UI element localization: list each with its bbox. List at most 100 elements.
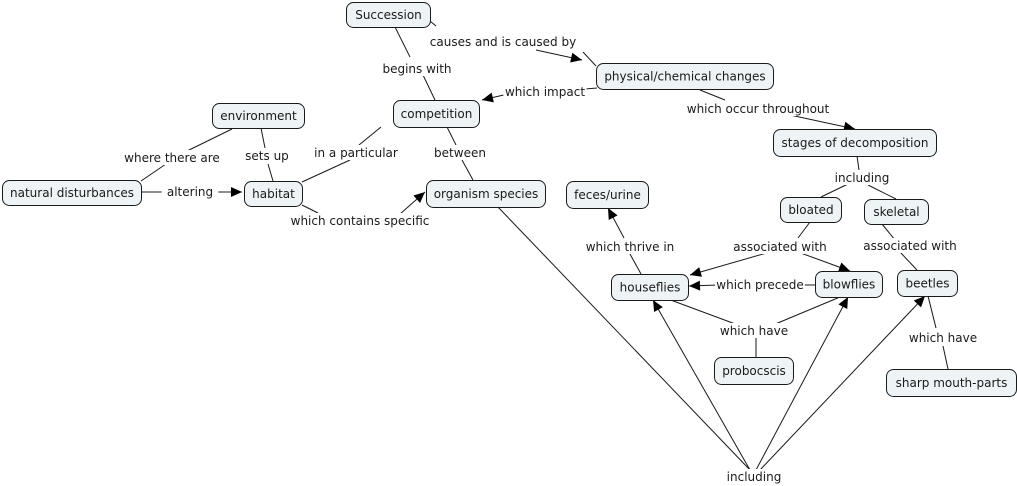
connection-line <box>942 345 949 370</box>
concept-box <box>611 274 689 301</box>
arrowhead-icon <box>837 262 850 272</box>
label-background <box>728 239 832 254</box>
connection-line <box>301 204 319 214</box>
concept-box <box>714 357 794 385</box>
label-background <box>719 323 789 338</box>
concept-box <box>815 271 883 298</box>
linking-phrase-sets[interactable]: sets up <box>245 149 289 163</box>
connection-line <box>927 295 937 329</box>
connection-line <box>184 128 233 153</box>
concept-box <box>212 103 305 129</box>
concept-blowflies[interactable]: blowflies <box>815 271 883 298</box>
connection-line <box>820 183 849 198</box>
concept-label: competition <box>401 107 473 121</box>
linking-phrase-including1[interactable]: including <box>835 171 890 185</box>
concept-bloated[interactable]: bloated <box>780 197 842 223</box>
label-background <box>858 238 962 253</box>
label-background <box>120 150 224 165</box>
concept-label: natural disturbances <box>10 186 134 200</box>
label-background <box>434 145 486 160</box>
concept-box <box>773 129 937 157</box>
arrowhead-icon <box>690 267 702 277</box>
concept-label: organism species <box>434 187 539 201</box>
concept-box <box>780 197 842 223</box>
connection-line <box>301 159 351 183</box>
connection-line <box>867 184 897 200</box>
concept-habitat[interactable]: habitat <box>244 181 303 207</box>
concept-box <box>2 180 142 206</box>
concept-probocscis[interactable]: probocscis <box>714 357 794 385</box>
connection-line <box>496 205 751 471</box>
linking-phrase-have2[interactable]: which have <box>909 331 977 345</box>
concept-label: skeletal <box>873 205 919 219</box>
concept-label: houseflies <box>620 281 681 295</box>
concept-organism[interactable]: organism species <box>426 180 546 208</box>
concept-box <box>897 270 958 297</box>
concept-label: environment <box>220 109 297 123</box>
connection-line <box>759 295 926 471</box>
concept-box <box>566 181 649 209</box>
linking-phrase-where[interactable]: where there are <box>124 151 220 165</box>
label-background <box>282 213 438 228</box>
connection-line <box>140 163 167 182</box>
linking-phrase-contains[interactable]: which contains specific <box>291 214 430 228</box>
connection-line <box>394 26 411 58</box>
connection-lines <box>140 20 949 471</box>
arrowhead-icon <box>231 187 242 197</box>
concept-label: bloated <box>788 203 833 217</box>
arrowhead-icon <box>570 52 582 63</box>
linking-phrase-occur[interactable]: which occur throughout <box>687 102 830 116</box>
concept-succession[interactable]: Succession <box>346 2 431 28</box>
concept-competition[interactable]: competition <box>393 100 480 128</box>
concept-physical[interactable]: physical/chemical changes <box>596 63 774 90</box>
connection-line <box>699 89 726 101</box>
concept-natural[interactable]: natural disturbances <box>2 180 142 206</box>
connection-line <box>358 126 382 146</box>
concept-label: Succession <box>355 8 422 22</box>
concept-skeletal[interactable]: skeletal <box>864 199 929 225</box>
concept-sharp[interactable]: sharp mouth-parts <box>886 369 1017 397</box>
label-background <box>304 145 408 160</box>
label-background <box>683 101 833 116</box>
concept-beetles[interactable]: beetles <box>897 270 958 297</box>
connection-line <box>461 159 474 181</box>
connection-line <box>689 251 771 276</box>
connection-line <box>789 114 856 130</box>
linking-phrase-causes[interactable]: causes and is caused by <box>430 35 576 49</box>
concept-box <box>244 181 303 207</box>
label-background <box>908 330 978 345</box>
linking-phrase-have1[interactable]: which have <box>720 324 788 338</box>
concept-stages[interactable]: stages of decomposition <box>773 129 937 157</box>
concept-feces[interactable]: feces/urine <box>566 181 649 209</box>
connection-line <box>899 251 918 271</box>
linking-phrase-impact[interactable]: which impact <box>505 85 585 99</box>
label-background <box>830 170 894 185</box>
label-background <box>378 61 456 76</box>
arrowhead-icon <box>913 296 925 308</box>
linking-phrase-assoc2[interactable]: associated with <box>863 239 956 253</box>
label-background <box>425 34 581 49</box>
connection-line <box>797 221 811 239</box>
concept-label: sharp mouth-parts <box>896 376 1008 390</box>
linking-phrase-altering[interactable]: altering <box>167 185 213 199</box>
linking-phrase-between[interactable]: between <box>434 146 486 160</box>
concept-label: blowflies <box>823 278 876 292</box>
connection-line <box>881 223 896 241</box>
linking-phrase-including2[interactable]: including <box>727 470 782 484</box>
connection-line <box>652 299 751 471</box>
connection-line <box>629 253 642 275</box>
linking-phrase-assoc1[interactable]: associated with <box>733 240 826 254</box>
connection-line <box>422 74 436 101</box>
linking-phrase-precede[interactable]: which precede <box>716 278 803 292</box>
linking-phrase-particular[interactable]: in a particular <box>314 146 398 160</box>
connection-line <box>755 296 849 471</box>
linking-phrase-thrive[interactable]: which thrive in <box>586 240 675 254</box>
concept-box <box>596 63 774 90</box>
label-background <box>722 469 786 484</box>
concept-label: beetles <box>905 277 949 291</box>
concept-houseflies[interactable]: houseflies <box>611 274 689 301</box>
concept-environment[interactable]: environment <box>212 103 305 129</box>
connection-line <box>772 296 841 326</box>
linking-phrase-begins[interactable]: begins with <box>382 62 451 76</box>
